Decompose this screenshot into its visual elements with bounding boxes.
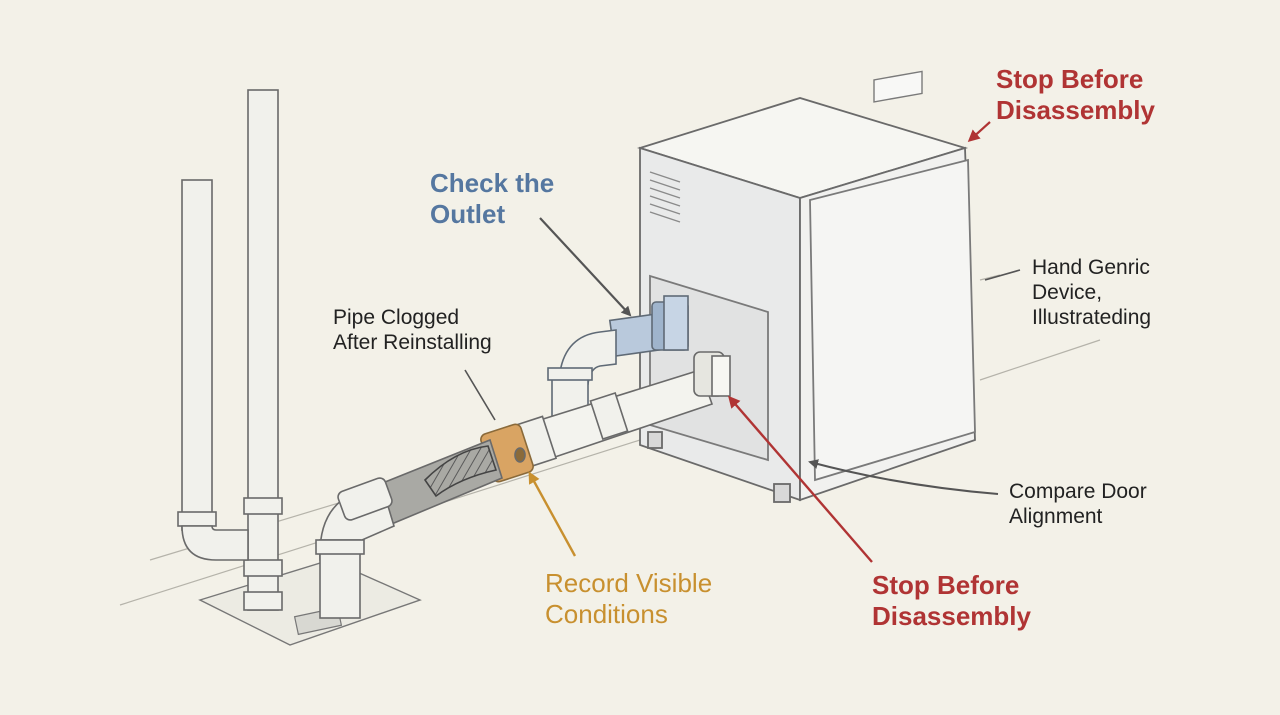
- label-hand-generic-device: Hand Genric Device, Illustrateding: [1032, 256, 1152, 329]
- floor-drain: [198, 559, 422, 646]
- arrow-stop-bottom: [728, 395, 873, 563]
- wall-pipes: [177, 89, 283, 611]
- leader-pipe-clogged: [464, 369, 496, 421]
- leader-hand-generic: [984, 269, 1021, 281]
- arrow-stop-top: [967, 121, 991, 143]
- outlet-pipe: [547, 295, 689, 417]
- label-compare-door-alignment: Compare Door Alignment: [1009, 480, 1147, 528]
- arrow-record-visible: [528, 471, 577, 557]
- label-record-visible-conditions: Record Visible Conditions: [545, 568, 713, 629]
- label-check-outlet: Check the Outlet: [430, 168, 555, 229]
- main-pipe: [315, 351, 731, 619]
- appliance-box: [636, 70, 976, 503]
- arrow-compare-door: [808, 459, 999, 495]
- arrow-check-outlet: [539, 217, 632, 317]
- label-stop-before-disassembly-bottom: Stop Before Disassembly: [872, 570, 1031, 631]
- label-stop-before-disassembly-top: Stop Before Disassembly: [996, 64, 1155, 125]
- label-pipe-clogged: Pipe Clogged After Reinstalling: [333, 306, 492, 354]
- callout-arrows: [464, 121, 1021, 563]
